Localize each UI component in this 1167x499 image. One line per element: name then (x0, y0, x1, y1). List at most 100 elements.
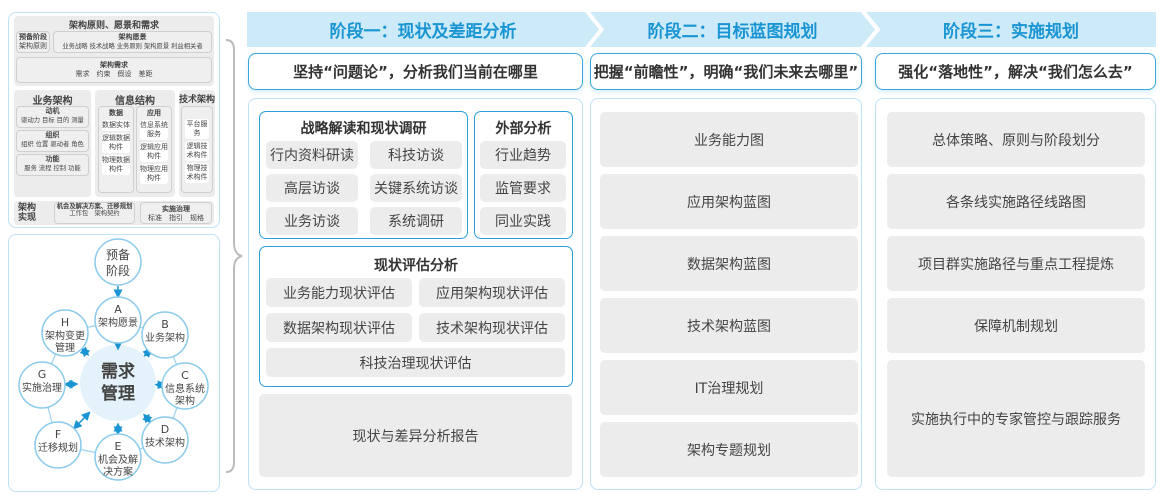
app-column: 应用 信息系统服务 逻辑应用构件 物理应用构件 (136, 106, 172, 193)
assessment-title: 现状评估分析 (374, 258, 458, 274)
strategy-item: 业务访谈 (266, 207, 358, 235)
assessment-item: 科技治理现状评估 (266, 348, 565, 377)
prep-title: 预备阶段 (19, 33, 47, 41)
phase-node-h[interactable] (41, 309, 89, 357)
prep-label: 阶段 (106, 263, 130, 278)
stage-1-subtitle: 坚持“问题论”，分析我们当前在哪里 (248, 53, 583, 90)
blueprint-item: 数据架构蓝图 (600, 236, 858, 291)
external-item: 同业实践 (480, 207, 566, 235)
requirements-box: 架构需求 需求 约束 假设 差距 (16, 57, 212, 83)
implementation-item: 项目群实施路径与重点工程提炼 (887, 236, 1145, 291)
phase-letter: F (55, 428, 61, 441)
vision-title: 架构愿景 (118, 33, 147, 41)
tech-arch-section: 技术架构 平台服务 逻辑技术构件 物理技术构件 (179, 90, 215, 197)
strategy-title: 战略解读和现状调研 (300, 121, 427, 137)
gov-text: 标准 指引 规格 (148, 214, 204, 222)
biz-item: 组织组织 位置 驱动者 角色 (16, 130, 89, 152)
opp-text: 工作包 架构契约 (69, 210, 120, 217)
stage-3-title: 阶段三：实施规划 (943, 22, 1079, 42)
opp-title: 机会及解决方案、迁移规划 (56, 203, 133, 210)
blueprint-item: IT治理规划 (600, 360, 858, 415)
tech-item: 逻辑技术构件 (185, 141, 209, 161)
implementation-item: 各条线实施路径线路图 (887, 174, 1145, 229)
strategy-box: 战略解读和现状调研 (259, 111, 468, 239)
phase-letter: C (181, 369, 189, 382)
tech-column: 平台服务 逻辑技术构件 物理技术构件 (181, 106, 213, 193)
phase-label: 技术架构 (145, 436, 185, 449)
biz-item: 功能服务 流程 控制 功能 (16, 154, 89, 176)
phase-label: 迁移规划 (38, 441, 78, 454)
phase-node-b[interactable] (141, 311, 189, 359)
data-item: 数据实体 (102, 120, 130, 131)
assessment-item: 业务能力现状评估 (266, 278, 412, 307)
phase-letter: E (115, 440, 122, 453)
arrow-icon (142, 413, 153, 424)
stage-3-banner: 阶段三：实施规划 (866, 12, 1156, 47)
gov-title: 实施治理 (162, 205, 190, 213)
impl-title: 架构实现 (17, 203, 36, 223)
app-item: 信息系统服务 (140, 120, 168, 140)
prep-label: 预备 (106, 248, 130, 262)
phase-node-a[interactable] (94, 296, 142, 344)
biz-item: 动机驱动力 目标 目的 测量 (16, 106, 89, 128)
impl-section: 架构实现 机会及解决方案、迁移规划工作包 架构契约 实施治理标准 指引 规格 (14, 201, 214, 225)
phase-letter: A (114, 303, 122, 316)
phase-label: 架构变更 (45, 329, 85, 342)
prep-box: 预备阶段 架构原则 (16, 31, 50, 53)
phase-node-f[interactable] (34, 421, 82, 469)
info-title: 信息结构 (115, 96, 155, 107)
app-item: 逻辑应用构件 (140, 142, 168, 162)
strategy-item: 行内资料研读 (266, 141, 358, 169)
phase-label: 信息系统 (165, 382, 205, 395)
info-arch-section: 信息结构 数据 数据实体 逻辑数据构件 物理数据构件 应用 信息系统服务 逻辑应… (95, 90, 175, 197)
stage-2-banner: 阶段二：目标蓝图规划 (590, 12, 875, 47)
app-title: 应用 (147, 109, 161, 117)
biz-item-text: 驱动力 目标 目的 测量 (21, 117, 84, 124)
biz-item-title: 功能 (45, 155, 60, 163)
data-item: 物理数据构件 (102, 155, 130, 175)
blueprint-item: 业务能力图 (600, 112, 858, 167)
implementation-item: 保障机制规划 (887, 298, 1145, 353)
phase-label: 架构 (175, 394, 195, 407)
phase-label: 架构愿景 (98, 316, 138, 329)
stage-2-subtitle: 把握“前瞻性”，明确“我们未来去哪里” (590, 53, 862, 90)
phase-node-e[interactable] (94, 433, 142, 481)
stage-2-title: 阶段二：目标蓝图规划 (647, 22, 818, 42)
biz-item-title: 组织 (45, 131, 60, 139)
app-item: 物理应用构件 (140, 164, 168, 184)
phase-label: 实施治理 (22, 381, 62, 394)
vision-box: 架构愿景 业务战略 技术战略 业务原则 架构愿景 利益相关者 (53, 31, 212, 53)
biz-item-text: 服务 流程 控制 功能 (24, 165, 81, 172)
opportunity-box: 机会及解决方案、迁移规划工作包 架构契约 (54, 202, 135, 224)
phase-node-c[interactable] (161, 362, 209, 410)
biz-item-text: 组织 位置 驱动者 角色 (21, 141, 84, 148)
architecture-content-panel: 架构原则、愿景和需求 预备阶段 架构原则 架构愿景 业务战略 技术战略 业务原则… (8, 12, 220, 228)
governance-box: 实施治理标准 指引 规格 (140, 202, 212, 224)
data-column: 数据 数据实体 逻辑数据构件 物理数据构件 (98, 106, 134, 193)
phase-label: 机会及解 (98, 453, 138, 466)
arrow-icon (79, 346, 91, 358)
data-title: 数据 (109, 109, 123, 117)
phase-node-d[interactable] (141, 416, 189, 464)
stage-1-banner: 阶段一：现状及差距分析 (247, 12, 599, 47)
blueprint-item: 应用架构蓝图 (600, 174, 858, 229)
bracket-icon (225, 39, 243, 473)
phase-label: 业务架构 (145, 331, 185, 344)
prep-text: 架构原则 (19, 42, 47, 50)
tech-title: 技术架构 (179, 95, 216, 105)
prep-node[interactable] (94, 238, 142, 286)
strategy-item: 高层访谈 (266, 174, 358, 202)
biz-title: 业务架构 (32, 96, 73, 107)
tech-item: 物理技术构件 (185, 163, 209, 183)
phase-node-g[interactable] (18, 361, 66, 409)
strategy-item: 科技访谈 (370, 141, 462, 169)
assessment-item: 技术架构现状评估 (419, 313, 565, 342)
assessment-item: 应用架构现状评估 (419, 278, 565, 307)
gap-report: 现状与差异分析报告 (259, 394, 572, 477)
assessment-box: 现状评估分析 (259, 246, 573, 387)
external-box: 外部分析 (474, 111, 573, 239)
strategy-item: 关键系统访谈 (370, 174, 462, 202)
stage-3-subtitle: 强化“落地性”，解决“我们怎么去” (875, 53, 1156, 90)
